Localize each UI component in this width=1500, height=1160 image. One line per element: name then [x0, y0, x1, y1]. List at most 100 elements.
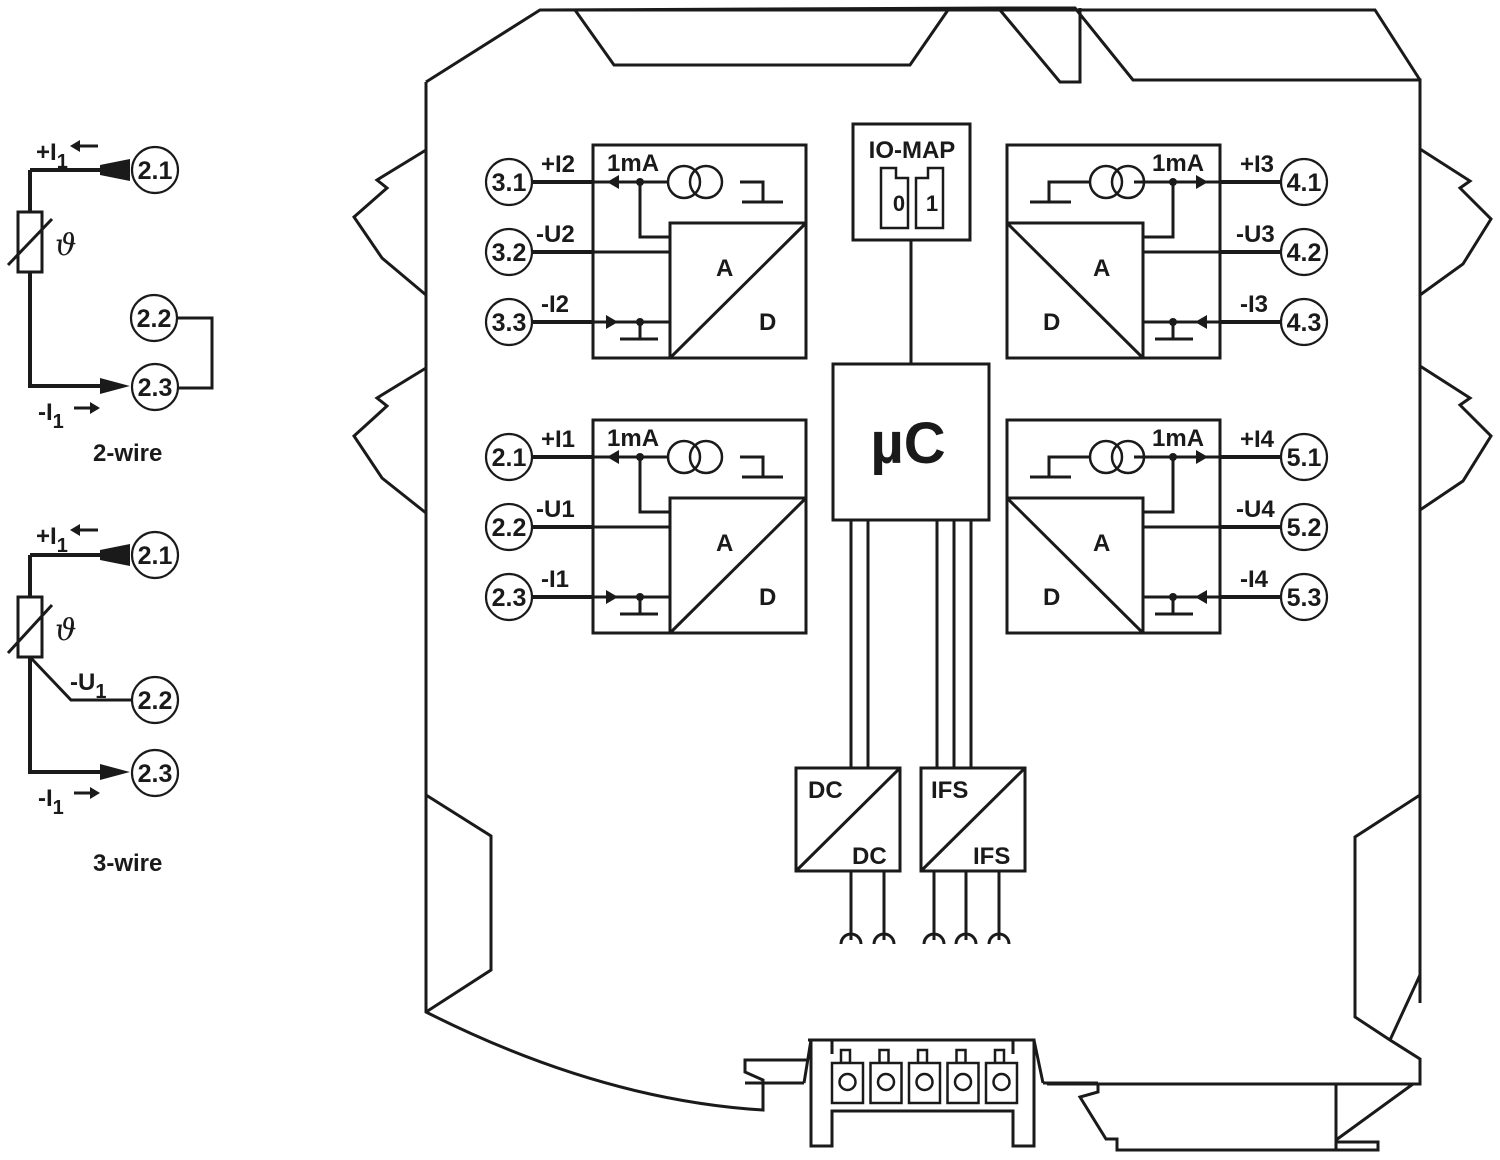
signal-label-sense-u: -U1 [70, 669, 106, 703]
terminal-3-3[interactable] [484, 297, 534, 347]
current-source-icon [688, 439, 724, 475]
arrow-icon [606, 315, 618, 329]
dc-dc-converter: DC DC [794, 766, 902, 945]
rtd-symbol: ϑ [55, 228, 76, 263]
terminal-5-3[interactable] [1279, 572, 1329, 622]
ad-label-digital: D [759, 309, 776, 336]
signal-label-minus-i: -I1 [38, 399, 64, 433]
signal-label: +I4 [1240, 426, 1275, 453]
converter-diagonal [668, 221, 808, 360]
terminal-2-2[interactable] [484, 502, 534, 552]
right-clip-upper [1419, 147, 1493, 297]
junction-dot [636, 593, 644, 601]
ifs-contact-icon[interactable] [922, 932, 1011, 945]
housing-body [424, 6, 1422, 1112]
bus-screw-icon[interactable] [876, 1072, 896, 1092]
arrow-icon [100, 159, 130, 181]
current-source-label: 1mA [607, 150, 659, 177]
switch-position-1[interactable]: 1 [926, 191, 938, 216]
terminal-3-2[interactable] [484, 227, 534, 277]
bus-screw-icon[interactable] [915, 1072, 934, 1092]
current-source-icon [1110, 164, 1146, 200]
terminal-label: 2.2 [492, 514, 527, 542]
arrow-icon [100, 544, 130, 566]
signal-label: +I1 [541, 426, 575, 453]
terminal-label: 2.3 [138, 374, 173, 402]
bus-connector [745, 1038, 1098, 1148]
bus-screw-icon[interactable] [838, 1072, 857, 1092]
terminal-2-3[interactable] [130, 748, 180, 798]
terminal-5-1[interactable] [1279, 432, 1329, 482]
io-map-switch: IO-MAP 0 1 [851, 122, 972, 365]
signal-label: -I1 [541, 566, 569, 593]
bus-terminal-block [869, 1061, 903, 1105]
terminal-3-1[interactable] [484, 157, 534, 207]
wire [1143, 182, 1175, 239]
arrow-icon [1196, 175, 1208, 189]
signal-label: -U4 [1236, 496, 1275, 523]
ad-label-digital: D [1043, 584, 1060, 611]
bus-connector-terminals [830, 1048, 1019, 1105]
wiring-caption: 3-wire [93, 850, 162, 877]
terminal-label: 2.1 [138, 542, 173, 570]
terminal-2-3[interactable] [130, 362, 180, 412]
power-contact-icon[interactable] [839, 932, 896, 945]
current-source-label: 1mA [1152, 425, 1204, 452]
right-latch [1096, 793, 1422, 1086]
terminal-5-2[interactable] [1279, 502, 1329, 552]
bus-pin [916, 1048, 929, 1065]
ad-label-analog: A [1093, 255, 1110, 282]
bus-pin [839, 1048, 852, 1065]
terminal-label: 2.3 [138, 760, 173, 788]
io-map-title: IO-MAP [869, 137, 956, 164]
left-latch [425, 793, 493, 1014]
current-source-label: 1mA [1152, 150, 1204, 177]
arrow-icon [1195, 590, 1207, 604]
terminal-label: 4.2 [1287, 239, 1322, 267]
wire [176, 316, 214, 390]
rtd-variable-slash [6, 217, 54, 267]
io-map-box [851, 122, 972, 242]
current-source-icon [1088, 164, 1124, 200]
terminal-2-1[interactable] [484, 432, 534, 482]
bus-pin [878, 1048, 890, 1065]
terminal-label: 4.1 [1287, 169, 1322, 197]
microcontroller-label: µC [870, 411, 945, 476]
signal-label: -U3 [1236, 221, 1275, 248]
bus-screw-icon[interactable] [992, 1072, 1011, 1092]
terminal-label: 2.1 [492, 444, 527, 472]
switch-position-0[interactable]: 0 [893, 191, 905, 216]
rtd-variable-slash [6, 603, 54, 655]
wiring-example-2wire: ϑ 2.1 2.2 2.3 +I1 -I1 2-wire [6, 139, 214, 467]
converter-diagonal [794, 766, 902, 873]
bus-terminal-block [946, 1061, 980, 1105]
converter-diagonal [668, 496, 808, 635]
arrow-icon [1195, 315, 1207, 329]
terminal-4-1[interactable] [1279, 157, 1329, 207]
ad-label-digital: D [759, 584, 776, 611]
terminal-2-2[interactable] [129, 293, 179, 343]
terminal-2-1[interactable] [130, 530, 180, 580]
terminal-4-3[interactable] [1279, 297, 1329, 347]
left-clip-lower [352, 366, 427, 515]
terminal-2-2[interactable] [130, 675, 180, 725]
terminal-2-3[interactable] [484, 572, 534, 622]
arrow-head [90, 402, 100, 414]
ad-label-digital: D [1043, 309, 1060, 336]
input-channels: AD1mA+I2-U2-I23.13.23.3AD1mA+I1-U1-I12.1… [484, 143, 1329, 635]
terminal-label: 4.3 [1287, 309, 1322, 337]
bus-screw-icon[interactable] [953, 1072, 973, 1092]
terminal-label: 3.3 [492, 309, 527, 337]
terminal-2-1[interactable] [130, 145, 180, 195]
current-source-icon [666, 164, 702, 200]
signal-label: +I2 [541, 151, 575, 178]
signal-label: +I3 [1240, 151, 1274, 178]
bus-pin [955, 1048, 967, 1065]
wiring-example-3wire: ϑ 2.1 2.2 2.3 +I1 -U1 -I1 3-wire [6, 523, 180, 877]
dip-switch-right[interactable] [914, 166, 945, 230]
junction-dot [636, 318, 644, 326]
terminal-4-2[interactable] [1279, 227, 1329, 277]
wiring-caption: 2-wire [93, 440, 162, 467]
